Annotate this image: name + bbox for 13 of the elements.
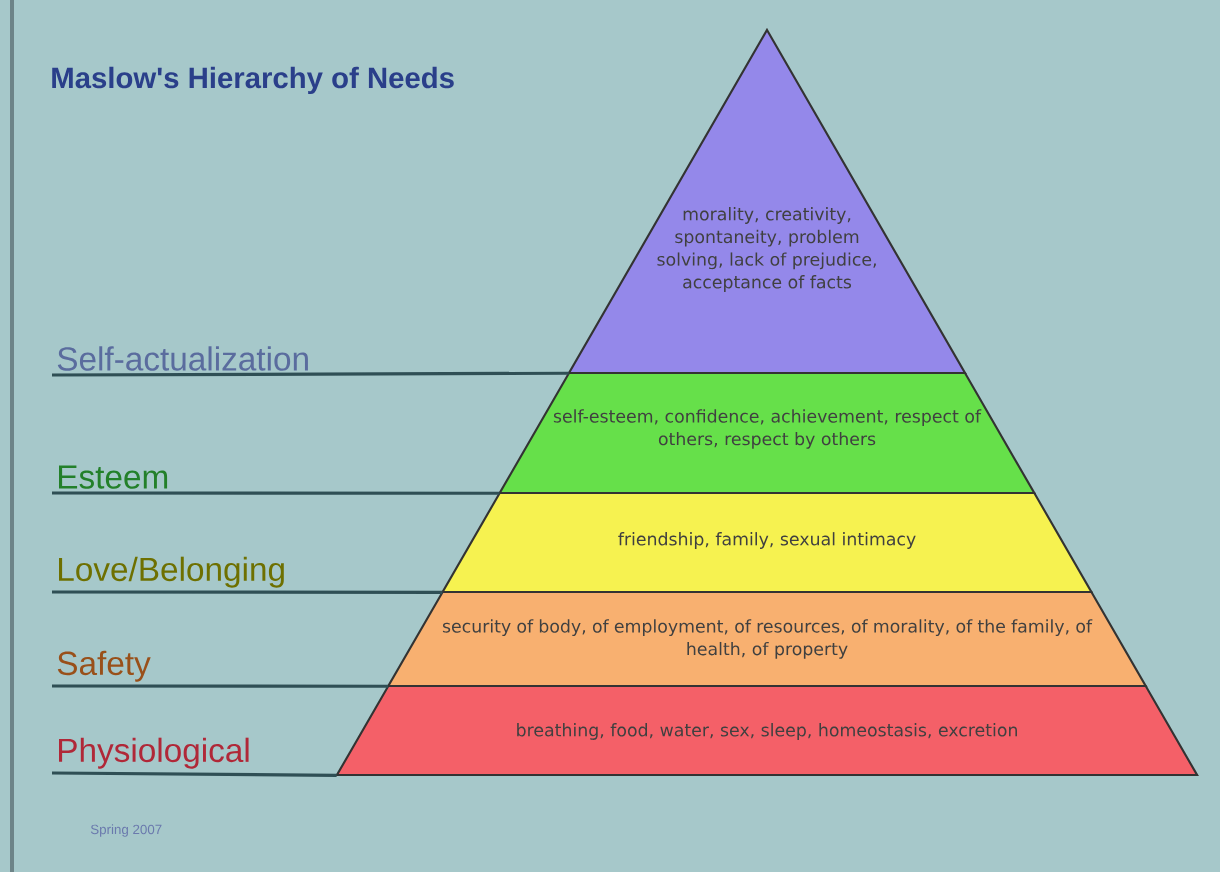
leader-line	[52, 684, 389, 688]
leader-line	[52, 371, 569, 377]
level-name: Safety	[57, 650, 151, 682]
level-name: Physiological	[59, 737, 249, 769]
level-name: Love/Belonging	[59, 556, 284, 588]
pyramid-level: breathing, food, water, sex, sleep, homeostasis, excretion	[335, 684, 1199, 777]
title: Maslow's Hierarchy of Needs	[52, 66, 454, 95]
level-name: Self-actualization	[57, 346, 308, 371]
leader-line	[52, 771, 337, 777]
leader-line	[52, 491, 500, 495]
level-name: Esteem	[59, 465, 168, 489]
leader-line	[52, 590, 443, 594]
source-note: Spring 2007	[90, 824, 162, 837]
